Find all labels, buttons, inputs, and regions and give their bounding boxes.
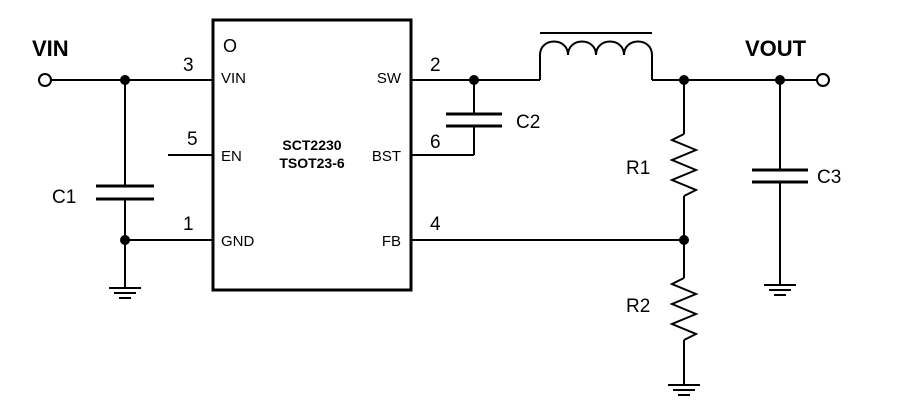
chip-body [211, 18, 413, 292]
ground-symbol-r2 [668, 384, 700, 396]
pin-number-gnd: 1 [183, 214, 194, 235]
pin-label-fb: FB [382, 233, 401, 250]
chip-name: SCT2230 [282, 137, 341, 153]
c1-label: C1 [52, 187, 76, 208]
r1-label: R1 [626, 158, 650, 179]
ground-symbol-c3 [764, 284, 796, 296]
vin-port-label: VIN [32, 36, 69, 61]
chip-package: TSOT23-6 [279, 155, 345, 171]
r2-resistor [669, 277, 699, 341]
pin1-marker: O [223, 36, 237, 56]
pin-number-en: 5 [187, 129, 198, 150]
pin-label-en: EN [221, 148, 242, 165]
r1-resistor [669, 133, 699, 197]
pin-number-fb: 4 [430, 214, 441, 235]
pin-number-vin: 3 [183, 55, 194, 76]
inductor [539, 32, 653, 80]
vout-port-label: VOUT [745, 36, 807, 61]
pin-label-sw: SW [377, 70, 402, 87]
pin-label-vin: VIN [221, 70, 246, 87]
pin-number-bst: 6 [430, 132, 441, 153]
c3-label: C3 [817, 167, 841, 188]
ground-symbol-left [109, 287, 141, 299]
vout-terminal [816, 73, 830, 87]
vin-terminal [38, 73, 52, 87]
pin-number-sw: 2 [430, 55, 441, 76]
c2-label: C2 [516, 112, 540, 133]
pin-label-gnd: GND [221, 233, 255, 250]
pin-label-bst: BST [372, 148, 401, 165]
r2-label: R2 [626, 296, 650, 317]
